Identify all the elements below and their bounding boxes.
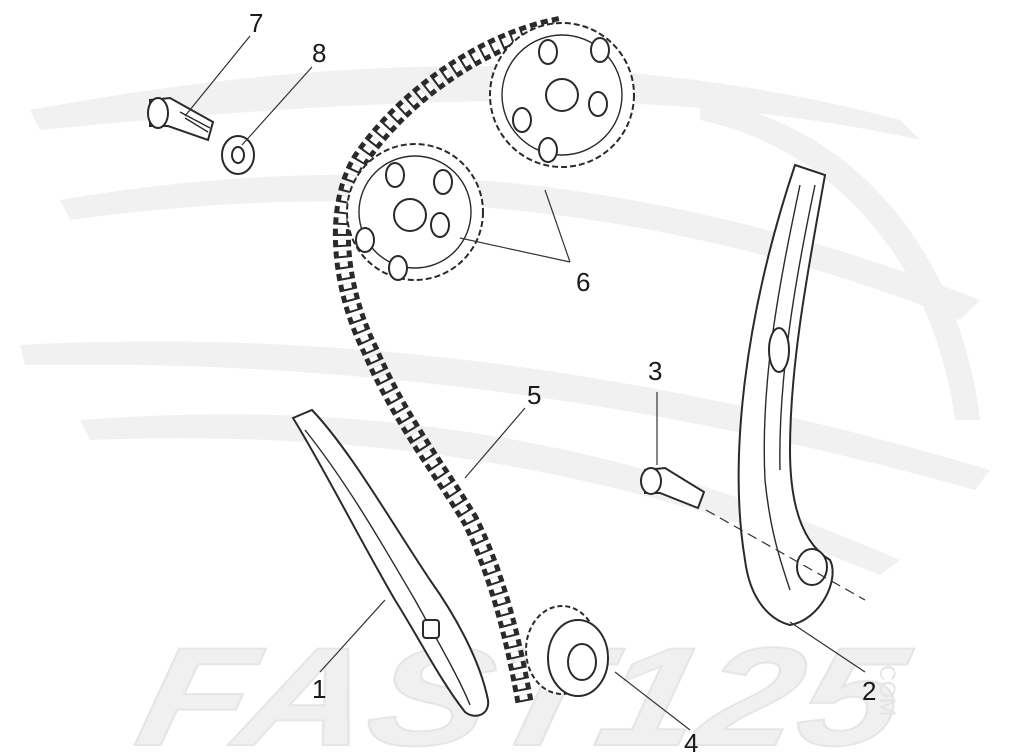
callout-8: 8 <box>312 38 326 68</box>
chain-guide-part <box>291 408 490 717</box>
callout-2: 2 <box>862 676 876 706</box>
pivot-pin-part <box>640 466 866 601</box>
leader-7 <box>184 35 251 117</box>
crankshaft-sprocket-part <box>525 605 609 697</box>
watermark-suffix: COM <box>875 665 900 716</box>
leader-6b <box>459 237 571 263</box>
callout-4: 4 <box>684 728 698 755</box>
leader-4 <box>614 671 691 731</box>
callout-6: 6 <box>576 267 590 297</box>
leader-2 <box>789 621 866 673</box>
callout-labels: 7 8 6 5 3 1 4 2 <box>249 8 876 755</box>
callout-7: 7 <box>249 8 263 38</box>
bolt-part <box>147 96 215 142</box>
leader-lines <box>184 35 866 731</box>
camshaft-sprocket-upper <box>489 22 635 168</box>
leader-6a <box>544 189 571 263</box>
camshaft-sprocket-lower <box>346 143 484 281</box>
tensioner-slider-part <box>737 163 834 627</box>
callout-3: 3 <box>648 356 662 386</box>
leader-1 <box>319 599 386 673</box>
callout-5: 5 <box>527 380 541 410</box>
leader-5 <box>464 407 526 479</box>
leader-8 <box>241 66 313 146</box>
callout-1: 1 <box>312 674 326 704</box>
washer-part <box>221 135 255 175</box>
timing-chain-part <box>332 16 562 707</box>
watermark-swooshes <box>20 66 990 575</box>
